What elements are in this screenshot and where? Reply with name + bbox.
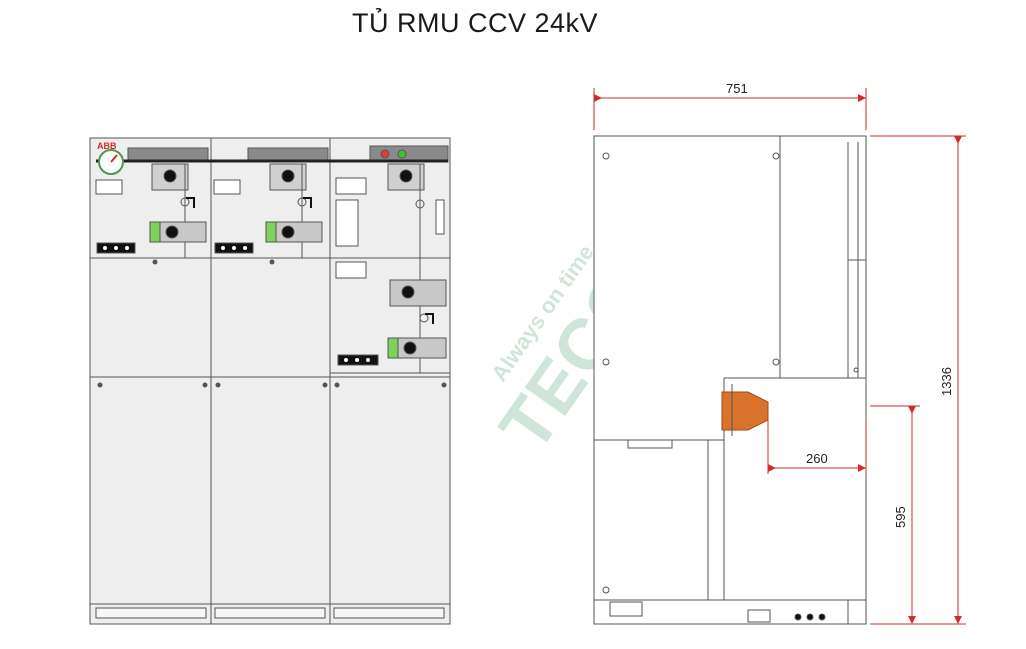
indicator-green-icon bbox=[397, 149, 407, 159]
side-view bbox=[593, 135, 867, 625]
abb-logo: ABB bbox=[97, 141, 117, 151]
front-view: ABB bbox=[89, 137, 451, 625]
dim-width-label: 751 bbox=[726, 81, 748, 96]
dim-height-label: 1336 bbox=[939, 367, 954, 396]
indicator-red-icon bbox=[380, 149, 390, 159]
dimensions bbox=[593, 88, 966, 625]
cabinet-frame bbox=[89, 137, 451, 625]
dim-cable-height-label: 595 bbox=[893, 506, 908, 528]
page-title: TỦ RMU CCV 24kV bbox=[351, 8, 599, 38]
dim-offset-label: 260 bbox=[806, 451, 828, 466]
side-frame bbox=[593, 135, 867, 625]
